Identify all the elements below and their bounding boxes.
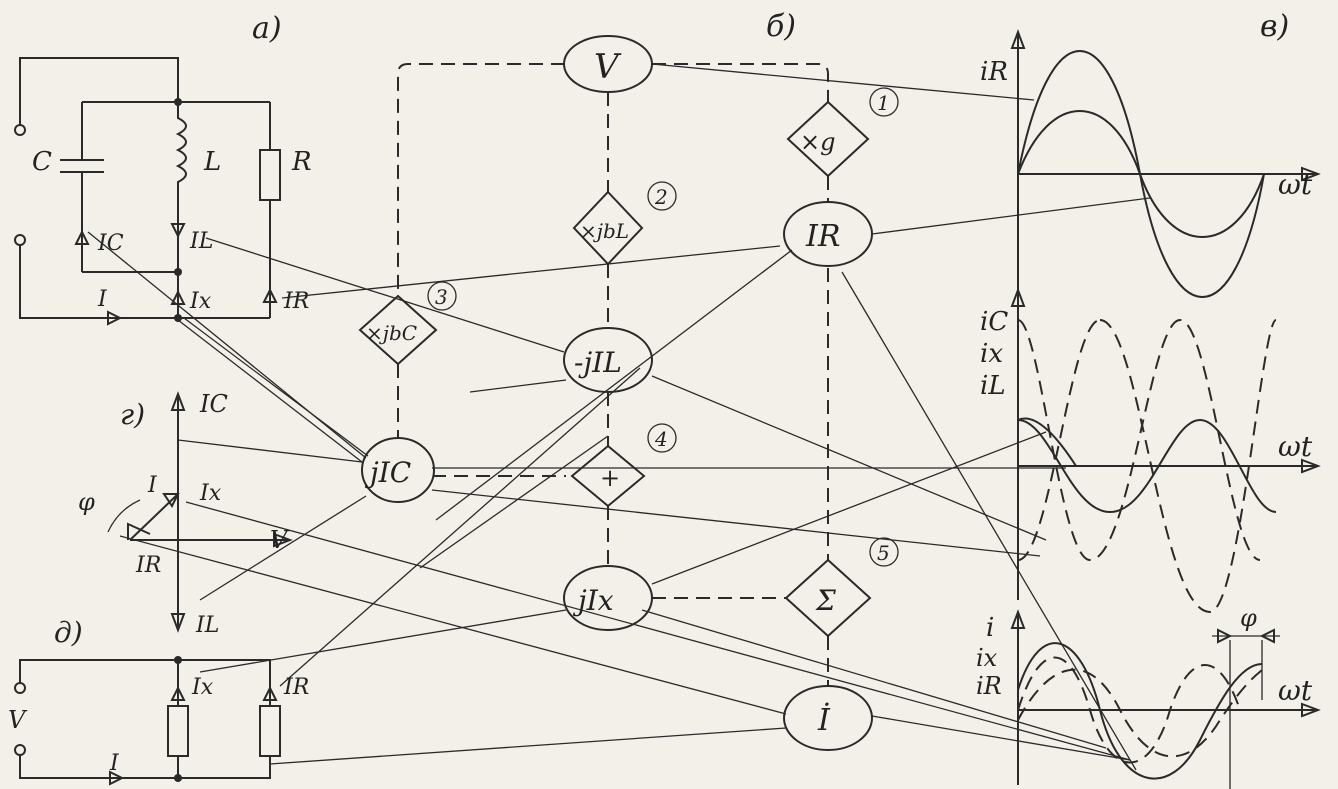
node-minus-jIL: -jIL — [574, 346, 622, 379]
g3-y1-label: i — [986, 613, 994, 643]
d-IX: Ix — [191, 675, 214, 700]
step-1: 1 — [877, 91, 890, 115]
g3-phase-label: φ — [1240, 604, 1257, 632]
panel-label-d: д) — [54, 616, 83, 649]
label-L: L — [203, 147, 221, 177]
label-R: R — [291, 147, 312, 177]
g3-y3-label: iR — [976, 672, 1002, 700]
g2-x-label: ωt — [1278, 430, 1313, 463]
op-xjbL: ×jbL — [580, 219, 629, 243]
vec-IX: Ix — [199, 481, 222, 506]
d-V: V — [8, 706, 28, 734]
d-I: I — [109, 751, 120, 776]
step-3: 3 — [435, 285, 448, 309]
vec-IR: IR — [135, 553, 161, 578]
correspondence-lines — [87, 63, 1151, 771]
flow-diagram-b: б) V IR -jIL jIC jIx İ ×g ×jbL ×jb — [358, 9, 899, 751]
g2-y1-label: iC — [980, 307, 1008, 337]
op-plus: + — [600, 464, 620, 492]
panel-label-a: а) — [252, 11, 282, 46]
vec-IC: IC — [199, 390, 228, 418]
vec-V: V — [270, 526, 290, 554]
vector-diagram-g: г) IC I Ix φ V IR IL — [78, 390, 293, 638]
op-sum: Σ — [815, 584, 836, 617]
step-2: 2 — [654, 185, 668, 209]
node-V: V — [594, 47, 622, 87]
graph-i-ix-iR: i ix iR φ ωt — [976, 604, 1321, 789]
step-4: 4 — [654, 427, 668, 451]
vec-I: I — [147, 473, 158, 498]
label-C: C — [32, 147, 52, 177]
node-IR: IR — [805, 219, 840, 254]
node-jIX: jIx — [572, 584, 614, 617]
step-5: 5 — [877, 541, 890, 565]
label-IC: IC — [97, 231, 124, 256]
panel-label-g: г) — [120, 398, 145, 431]
circuit-d: д) V I Ix IR — [8, 616, 309, 786]
d-IR: IR — [283, 675, 309, 700]
vec-IL: IL — [195, 613, 219, 638]
g2-y3-label: iL — [980, 371, 1006, 401]
label-IL: IL — [189, 229, 213, 254]
vec-phi: φ — [78, 488, 95, 516]
graph-iC-ix-iL: iC ix iL ωt — [980, 287, 1321, 614]
panel-label-v: в) — [1260, 9, 1289, 44]
node-jIC: jIC — [364, 456, 411, 489]
graph-iR: iR ωt — [980, 29, 1321, 300]
node-I-dot: İ — [817, 702, 831, 738]
graphs-v: в) iR ωt iC ix iL ωt — [976, 9, 1321, 789]
circuit-a: а) C L R IC IL Ix IR I — [14, 11, 312, 326]
g3-x-label: ωt — [1278, 674, 1313, 707]
op-xjbC: ×jbC — [366, 321, 417, 345]
label-IX: Ix — [189, 289, 212, 314]
label-I: I — [97, 287, 108, 312]
g1-y-label: iR — [980, 57, 1008, 87]
op-xg: ×g — [800, 128, 835, 156]
g2-y2-label: ix — [980, 339, 1003, 369]
panel-label-b: б) — [766, 9, 796, 44]
g1-x-label: ωt — [1278, 168, 1313, 201]
g3-y2-label: ix — [976, 644, 998, 672]
label-IR: IR — [283, 289, 309, 314]
